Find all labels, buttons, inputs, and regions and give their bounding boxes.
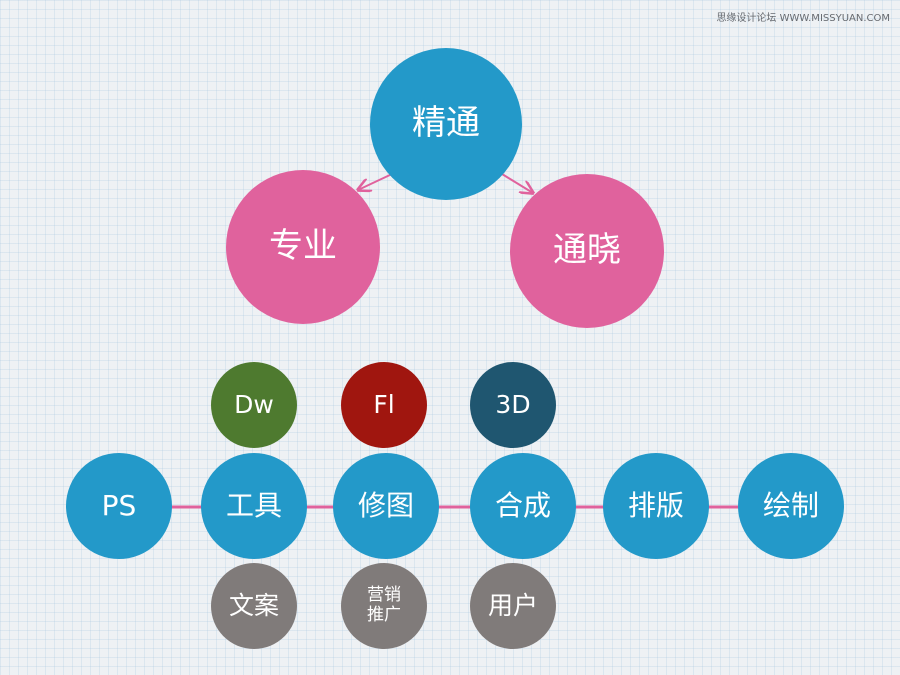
node-mastery: 精通 xyxy=(370,48,522,200)
node-retouch-label: 修图 xyxy=(357,488,414,522)
node-professional-label: 专业 xyxy=(269,226,337,267)
node-proficient-label: 通晓 xyxy=(553,230,621,271)
node-copywriting: 文案 xyxy=(211,563,297,649)
node-ps-label: PS xyxy=(101,488,137,522)
node-proficient: 通晓 xyxy=(510,174,664,328)
node-tools: 工具 xyxy=(201,453,307,559)
node-fl: Fl xyxy=(341,362,427,448)
node-3d: 3D xyxy=(470,362,556,448)
node-user-label: 用户 xyxy=(487,590,538,620)
node-dw: Dw xyxy=(211,362,297,448)
node-drawing-label: 绘制 xyxy=(762,488,819,522)
node-composite: 合成 xyxy=(470,453,576,559)
site-watermark: 思缘设计论坛 WWW.MISSYUAN.COM xyxy=(716,13,890,24)
node-layout: 排版 xyxy=(603,453,709,559)
node-ps: PS xyxy=(66,453,172,559)
arrow-root-to-left xyxy=(358,173,393,190)
node-user: 用户 xyxy=(470,563,556,649)
node-mastery-label: 精通 xyxy=(412,103,480,144)
node-retouch: 修图 xyxy=(333,453,439,559)
node-dw-label: Dw xyxy=(234,389,274,419)
node-layout-label: 排版 xyxy=(627,488,684,522)
node-drawing: 绘制 xyxy=(738,453,844,559)
node-composite-label: 合成 xyxy=(494,488,551,522)
arrow-root-to-right xyxy=(501,173,533,193)
node-fl-label: Fl xyxy=(373,389,395,419)
node-marketing-line1: 营销 xyxy=(367,585,401,606)
node-marketing-text: 营销 推广 xyxy=(367,586,401,625)
node-marketing-line2: 推广 xyxy=(367,605,401,625)
node-tools-label: 工具 xyxy=(225,488,282,522)
node-3d-label: 3D xyxy=(495,389,531,419)
node-marketing: 营销 推广 xyxy=(341,563,427,649)
node-professional: 专业 xyxy=(226,170,380,324)
node-copywriting-label: 文案 xyxy=(228,590,279,620)
